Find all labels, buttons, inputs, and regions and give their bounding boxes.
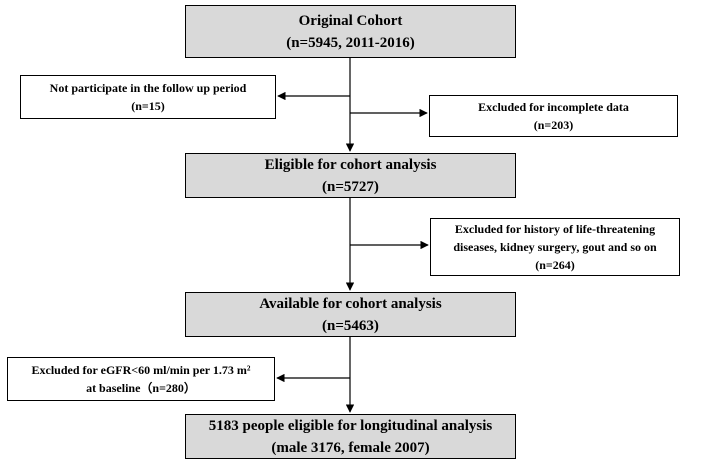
exclusion-reason: Excluded for eGFR<60 ml/min per 1.73 m²	[31, 363, 251, 377]
step-final-longitudinal: 5183 people eligible for longitudinal an…	[185, 414, 516, 459]
exclusion-reason: Excluded for history of life-threatening	[454, 222, 656, 236]
exclusion-reason-cont: diseases, kidney surgery, gout and so on	[453, 240, 657, 254]
exclusion-reason: Excluded for incomplete data	[478, 100, 629, 114]
exclusion-reason: Not participate in the follow up period	[49, 81, 247, 95]
step-count: (n=5727)	[322, 178, 379, 195]
step-count: (male 3176, female 2007)	[271, 439, 430, 456]
step-original-cohort: Original Cohort (n=5945, 2011-2016)	[185, 5, 516, 58]
exclusion-count: at baseline（n=280）	[86, 381, 196, 395]
step-title: Available for cohort analysis	[259, 295, 442, 312]
exclusion-count: (n=264)	[535, 258, 575, 272]
step-title: Eligible for cohort analysis	[264, 156, 437, 173]
exclusion-count: (n=15)	[131, 99, 165, 113]
step-title: 5183 people eligible for longitudinal an…	[208, 417, 493, 434]
exclusion-count: (n=203)	[533, 118, 574, 132]
exclusion-incomplete-data: Excluded for incomplete data (n=203)	[429, 95, 678, 137]
step-available-cohort: Available for cohort analysis (n=5463)	[185, 292, 516, 337]
step-count: (n=5945, 2011-2016)	[286, 34, 415, 51]
exclusion-egfr: Excluded for eGFR<60 ml/min per 1.73 m² …	[7, 357, 275, 401]
step-title: Original Cohort	[298, 12, 403, 29]
exclusion-not-participate: Not participate in the follow up period …	[20, 75, 276, 119]
step-eligible-cohort: Eligible for cohort analysis (n=5727)	[185, 153, 516, 198]
exclusion-medical-history: Excluded for history of life-threatening…	[430, 218, 680, 276]
step-count: (n=5463)	[322, 317, 379, 334]
